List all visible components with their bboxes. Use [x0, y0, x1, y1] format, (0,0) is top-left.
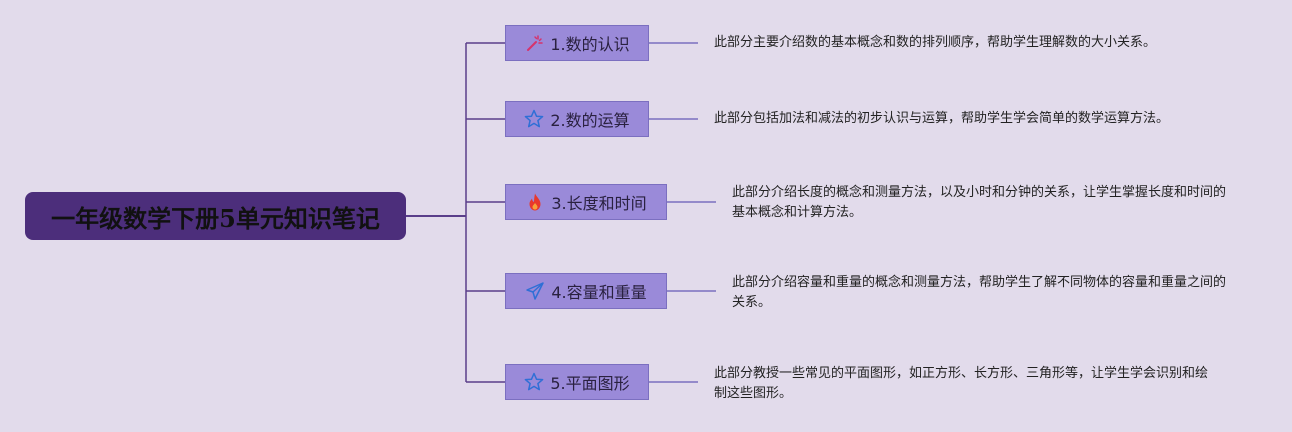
- branch-node-4[interactable]: 4.容量和重量: [505, 273, 667, 309]
- branch-label-5: 5.平面图形: [550, 374, 630, 393]
- branch-label-2: 2.数的运算: [550, 111, 630, 130]
- branch-node-1[interactable]: 1.数的认识: [505, 25, 649, 61]
- root-title: 一年级数学下册5单元知识笔记: [51, 203, 380, 233]
- branch-desc-4: 此部分介绍容量和重量的概念和测量方法，帮助学生了解不同物体的容量和重量之间的关系…: [732, 275, 1227, 310]
- branch-node-3[interactable]: 3.长度和时间: [505, 184, 667, 220]
- branch-label-1: 1.数的认识: [550, 35, 630, 54]
- fire-icon: [525, 192, 545, 212]
- star-icon: [524, 109, 544, 129]
- branch-desc-2: 此部分包括加法和减法的初步认识与运算，帮助学生学会简单的数学运算方法。: [714, 111, 1170, 126]
- branch-node-2[interactable]: 2.数的运算: [505, 101, 649, 137]
- branch-node-5[interactable]: 5.平面图形: [505, 364, 649, 400]
- root-node[interactable]: 一年级数学下册5单元知识笔记: [25, 192, 406, 240]
- branch-label-4: 4.容量和重量: [551, 283, 647, 302]
- branch-desc-1: 此部分主要介绍数的基本概念和数的排列顺序，帮助学生理解数的大小关系。: [714, 35, 1157, 50]
- magic-wand-icon: [524, 33, 544, 53]
- star-icon: [524, 372, 544, 392]
- branch-desc-3: 此部分介绍长度的概念和测量方法，以及小时和分钟的关系，让学生掌握长度和时间的基本…: [732, 185, 1227, 220]
- branch-label-3: 3.长度和时间: [551, 194, 647, 213]
- paper-plane-icon: [525, 281, 545, 301]
- branch-desc-5: 此部分教授一些常见的平面图形，如正方形、长方形、三角形等，让学生学会识别和绘制这…: [714, 366, 1209, 401]
